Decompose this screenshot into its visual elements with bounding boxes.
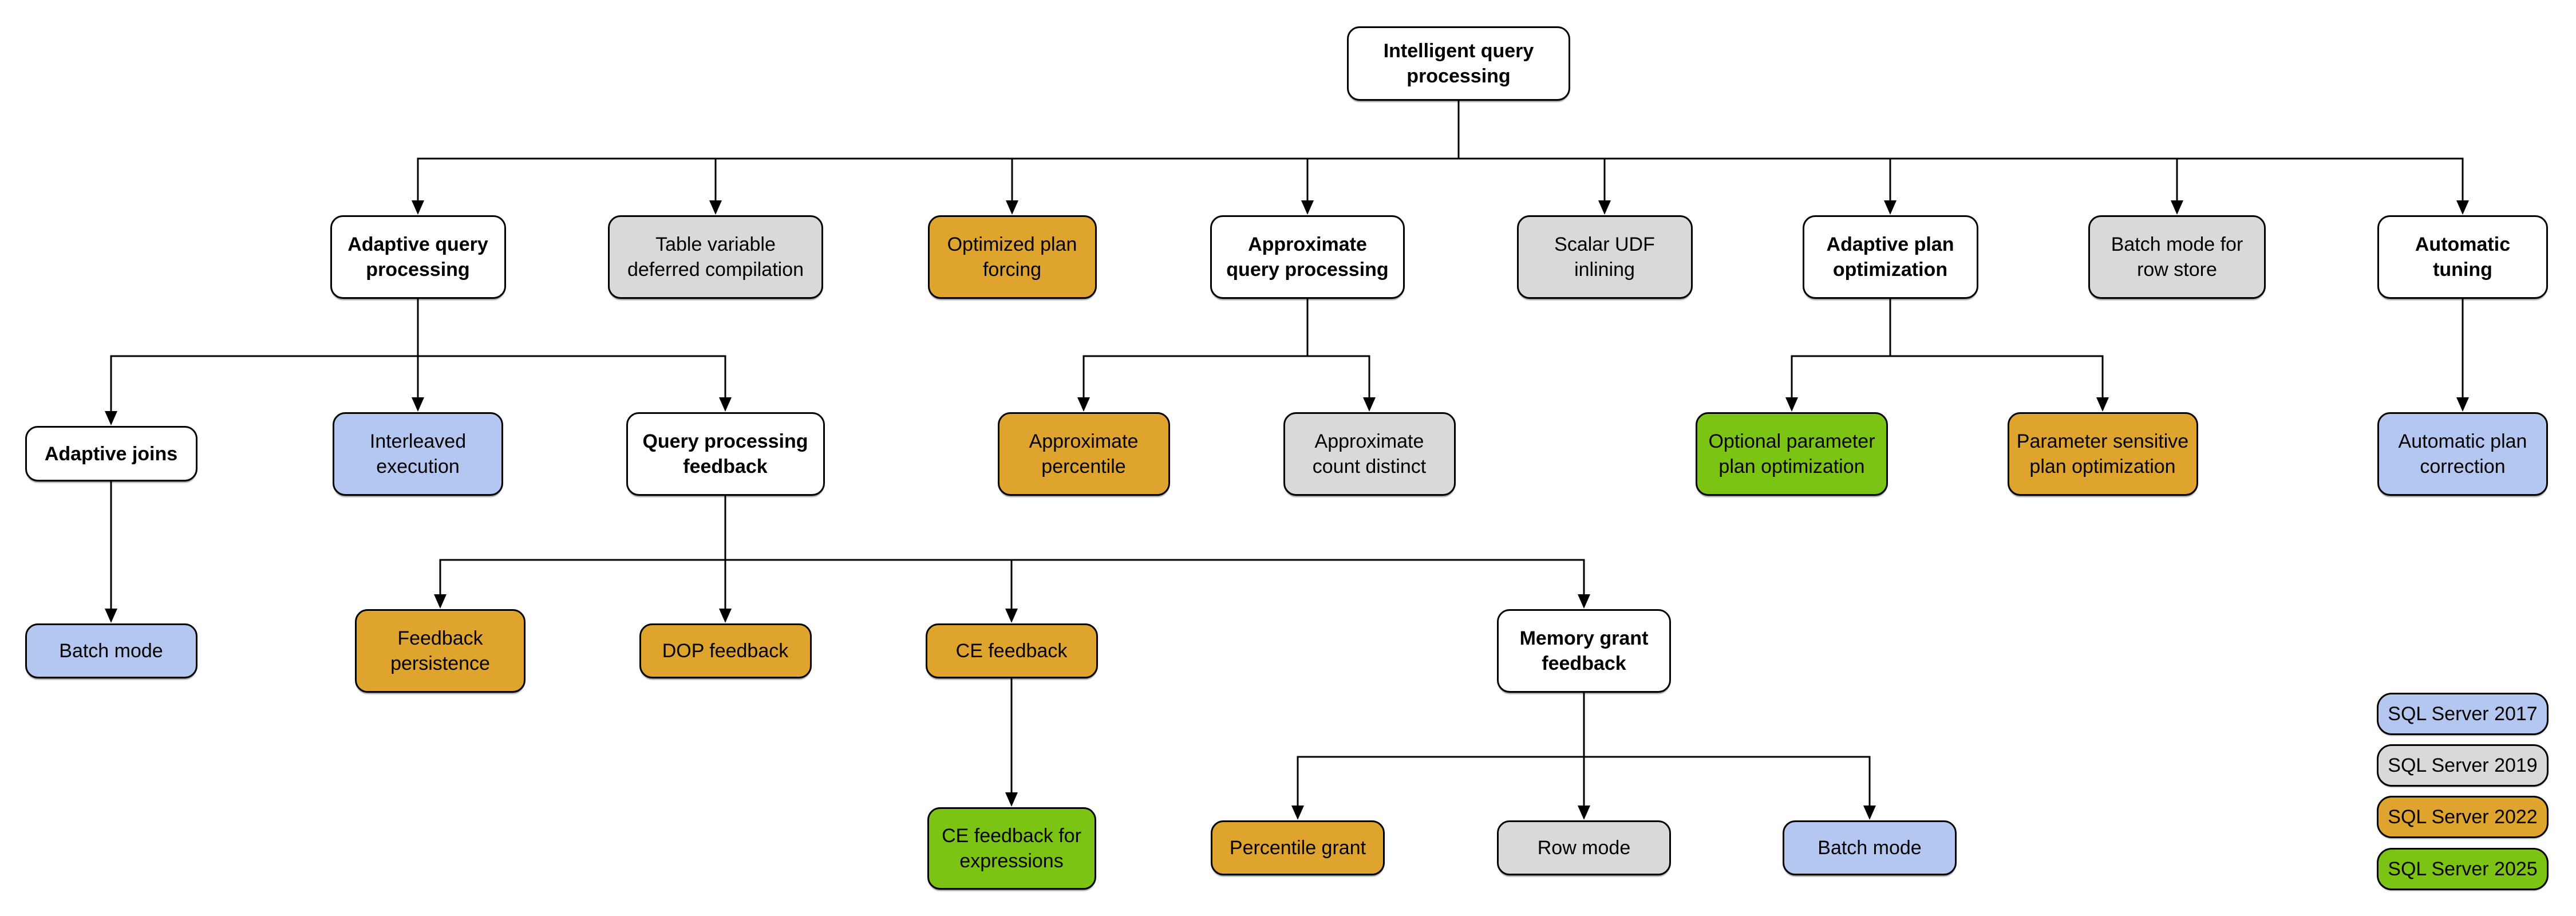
- legend-item-sql-server-2019: SQL Server 2019: [2377, 744, 2549, 787]
- node-intelligent-query-processing: Intelligent query processing: [1347, 26, 1570, 101]
- node-scalar-udf-inlining: Scalar UDF inlining: [1516, 215, 1693, 299]
- node-parameter-sensitive-plan-optimization: Parameter sensitive plan optimization: [2007, 412, 2198, 496]
- node-row-mode: Row mode: [1497, 820, 1671, 875]
- node-approximate-query-processing: Approximate query processing: [1210, 215, 1405, 299]
- node-dop-feedback: DOP feedback: [639, 623, 812, 678]
- node-batch-mode-for-row-store: Batch mode for row store: [2088, 215, 2266, 299]
- legend-item-sql-server-2017: SQL Server 2017: [2377, 693, 2549, 735]
- node-feedback-persistence: Feedback persistence: [355, 609, 526, 693]
- node-query-processing-feedback: Query processing feedback: [626, 412, 825, 496]
- node-ce-feedback: CE feedback: [925, 623, 1098, 678]
- node-percentile-grant: Percentile grant: [1211, 820, 1385, 875]
- node-memory-grant-feedback: Memory grant feedback: [1497, 609, 1671, 693]
- node-batch-mode-adaptive-joins: Batch mode: [25, 623, 197, 678]
- node-approximate-percentile: Approximate percentile: [997, 412, 1170, 496]
- node-automatic-tuning: Automatic tuning: [2377, 215, 2548, 299]
- node-adaptive-joins: Adaptive joins: [25, 426, 197, 481]
- node-ce-feedback-for-expressions: CE feedback for expressions: [927, 807, 1096, 890]
- legend-item-sql-server-2025: SQL Server 2025: [2377, 848, 2549, 890]
- node-approximate-count-distinct: Approximate count distinct: [1283, 412, 1456, 496]
- node-optimized-plan-forcing: Optimized plan forcing: [927, 215, 1097, 299]
- legend-item-sql-server-2022: SQL Server 2022: [2377, 796, 2549, 838]
- node-automatic-plan-correction: Automatic plan correction: [2377, 412, 2548, 496]
- node-optional-parameter-plan-optimization: Optional parameter plan optimization: [1696, 412, 1888, 496]
- node-adaptive-query-processing: Adaptive query processing: [330, 215, 506, 299]
- node-batch-mode-memory-grant: Batch mode: [1783, 820, 1957, 875]
- node-interleaved-execution: Interleaved execution: [333, 412, 503, 496]
- node-adaptive-plan-optimization: Adaptive plan optimization: [1802, 215, 1978, 299]
- node-table-variable-deferred-compilation: Table variable deferred compilation: [608, 215, 823, 299]
